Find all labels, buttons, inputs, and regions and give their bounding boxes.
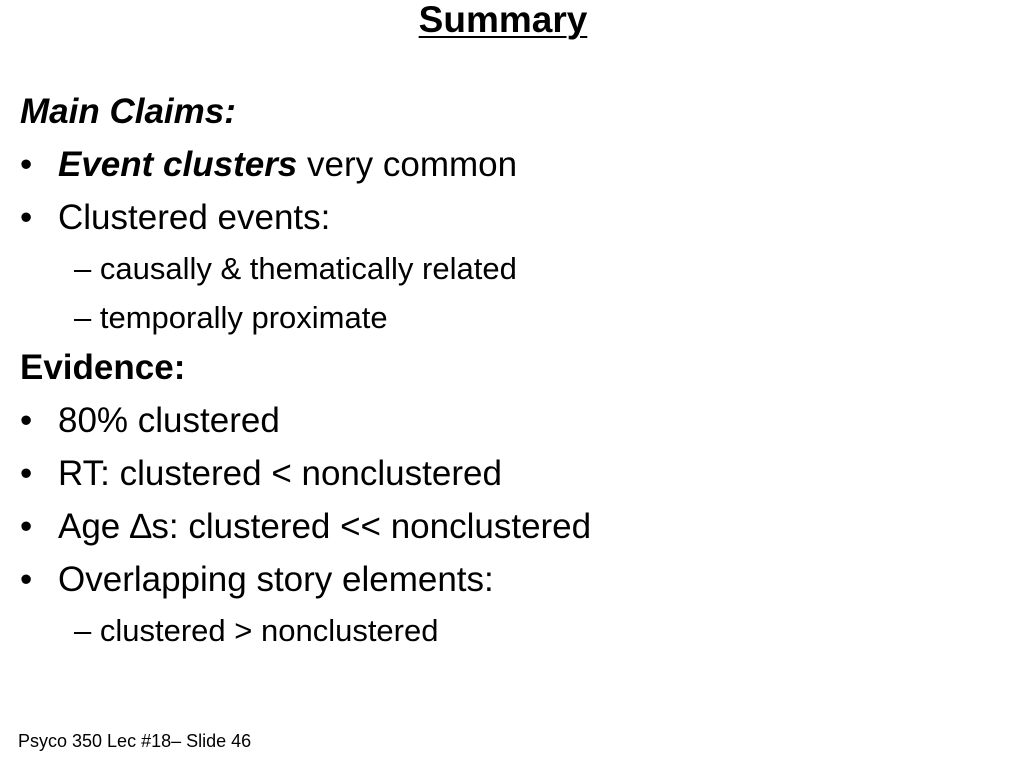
- bullet-marker: •: [20, 454, 33, 493]
- claim-sub-causally-related: – causally & thematically related: [74, 251, 517, 286]
- bullet-marker: •: [20, 507, 33, 546]
- evidence-text: RT: clustered < nonclustered: [58, 454, 502, 493]
- evidence-text: Age ∆s: clustered << nonclustered: [58, 507, 592, 546]
- claim-sub-temporally-proximate: – temporally proximate: [74, 300, 388, 335]
- evidence-bullet-percent: • 80% clustered: [20, 394, 1000, 447]
- claim-bullet-clustered-events: • Clustered events:: [20, 191, 1000, 244]
- main-claims-heading: Main Claims:: [20, 92, 236, 131]
- evidence-bullet-rt: • RT: clustered < nonclustered: [20, 447, 1000, 500]
- evidence-text: Overlapping story elements:: [58, 560, 494, 599]
- evidence-sub-clustered-greater: – clustered > nonclustered: [74, 613, 439, 648]
- evidence-bullet-age: • Age ∆s: clustered << nonclustered: [20, 500, 1000, 553]
- evidence-text: 80% clustered: [58, 401, 280, 440]
- claim-rest-text: very common: [297, 145, 518, 184]
- slide-content: Main Claims: • Event clusters very commo…: [20, 86, 1000, 655]
- bullet-marker: •: [20, 401, 33, 440]
- slide-footer: Psyco 350 Lec #18– Slide 46: [18, 731, 252, 751]
- evidence-bullet-overlapping: • Overlapping story elements:: [20, 553, 1000, 606]
- bullet-marker: •: [20, 145, 33, 184]
- claim-text: Clustered events:: [58, 198, 331, 237]
- evidence-heading: Evidence:: [20, 348, 186, 387]
- bullet-marker: •: [20, 560, 33, 599]
- bullet-marker: •: [20, 198, 33, 237]
- claim-bullet-event-clusters: • Event clusters very common: [20, 138, 1000, 191]
- slide-title: Summary: [418, 0, 588, 40]
- claim-emphasis-text: Event clusters: [58, 145, 298, 184]
